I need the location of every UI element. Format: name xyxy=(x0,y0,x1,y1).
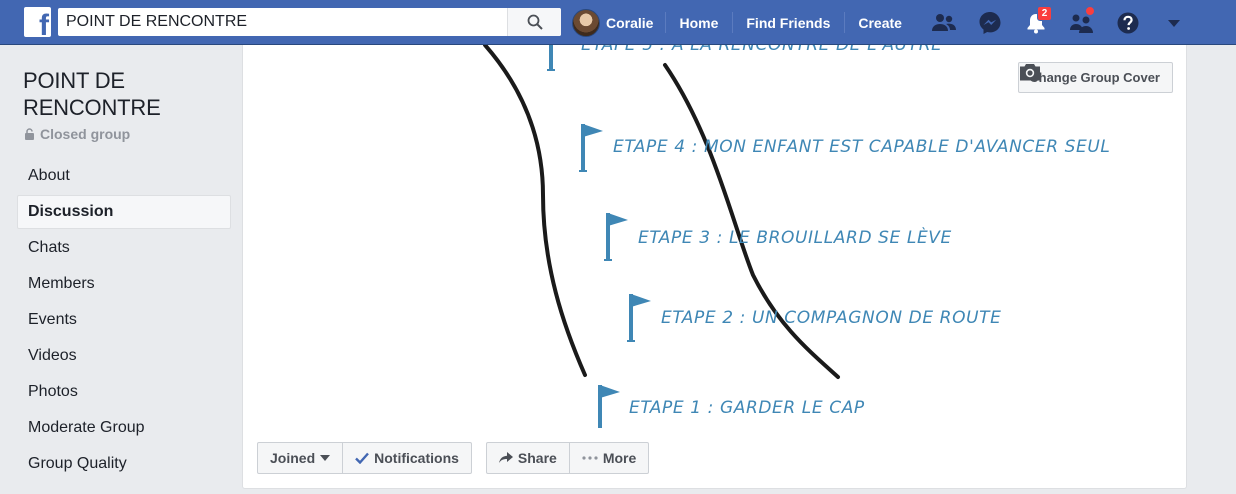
road-illustration xyxy=(483,45,840,428)
search-box xyxy=(58,8,561,36)
group-activity-button[interactable] xyxy=(1064,0,1100,45)
caret-down-icon xyxy=(1168,19,1180,27)
sidebar-item-videos[interactable]: Videos xyxy=(28,347,77,364)
share-button[interactable]: Share xyxy=(487,443,569,473)
group-name[interactable]: POINT DE RENCONTRE xyxy=(23,68,161,120)
notifications-button[interactable]: 2 xyxy=(1018,0,1054,45)
road-left-edge xyxy=(483,45,587,377)
help-button[interactable] xyxy=(1110,0,1146,45)
cover-photo: ETAPE 5 : A LA RENCONTRE DE L'AUTRE ETAP… xyxy=(243,45,1186,428)
step-2-label: ETAPE 2 : UN COMPAGNON DE ROUTE xyxy=(661,308,1002,328)
top-navigation-bar: f Coralie Home Find Friends Create 2 xyxy=(0,0,1236,45)
messenger-icon xyxy=(979,11,1001,34)
group-sidebar: POINT DE RENCONTRE Closed group About Di… xyxy=(17,45,231,483)
sidebar-item-members[interactable]: Members xyxy=(28,275,95,292)
search-button[interactable] xyxy=(507,8,561,36)
step-1-label: ETAPE 1 : GARDER LE CAP xyxy=(629,398,865,418)
lock-icon xyxy=(25,128,34,140)
group-action-bar: Joined Notifications Share More xyxy=(257,442,663,474)
sidebar-item-group-quality[interactable]: Group Quality xyxy=(28,455,127,472)
activity-dot xyxy=(1085,6,1095,16)
camera-icon xyxy=(1020,64,1041,81)
sidebar-item-events[interactable]: Events xyxy=(28,311,77,328)
sidebar-item-photos[interactable]: Photos xyxy=(28,383,78,400)
membership-buttons: Joined Notifications xyxy=(257,442,472,474)
sidebar-item-chats[interactable]: Chats xyxy=(28,239,70,256)
group-menu: About Discussion Chats Members Events Vi… xyxy=(17,159,231,481)
messenger-button[interactable] xyxy=(972,0,1008,45)
friend-requests-button[interactable] xyxy=(926,0,962,45)
search-input[interactable] xyxy=(58,8,507,36)
notifications-settings-button[interactable]: Notifications xyxy=(342,443,471,473)
group-privacy: Closed group xyxy=(24,126,231,142)
flag-step-5 xyxy=(547,45,555,71)
flag-step-1 xyxy=(598,385,620,428)
road-right-edge xyxy=(663,63,840,379)
notifications-badge: 2 xyxy=(1037,6,1052,21)
joined-button[interactable]: Joined xyxy=(258,443,342,473)
more-button[interactable]: More xyxy=(568,443,648,473)
nav-create-link[interactable]: Create xyxy=(844,0,916,45)
avatar xyxy=(572,8,600,37)
sidebar-item-moderate-group[interactable]: Moderate Group xyxy=(28,419,145,436)
nav-links: Coralie Home Find Friends Create xyxy=(566,0,916,45)
share-more-buttons: Share More xyxy=(485,442,650,474)
profile-link[interactable]: Coralie xyxy=(566,0,665,45)
more-label: More xyxy=(602,450,637,466)
step-4-label: ETAPE 4 : MON ENFANT EST CAPABLE D'AVANC… xyxy=(613,137,1111,157)
sidebar-item-discussion[interactable]: Discussion xyxy=(17,195,231,229)
change-cover-label: Change Group Cover xyxy=(1029,70,1160,85)
step-3-label: ETAPE 3 : LE BROUILLARD SE LÈVE xyxy=(638,228,952,248)
ellipsis-icon xyxy=(582,456,598,460)
privacy-label: Closed group xyxy=(40,126,131,142)
checkmark-icon xyxy=(355,452,370,464)
share-label: Share xyxy=(517,450,557,466)
facebook-logo-icon[interactable]: f xyxy=(24,7,51,37)
step-5-label: ETAPE 5 : A LA RENCONTRE DE L'AUTRE xyxy=(581,45,943,55)
flag-step-3 xyxy=(604,213,628,261)
sidebar-item-about[interactable]: About xyxy=(28,167,70,184)
nav-find-friends-link[interactable]: Find Friends xyxy=(732,0,844,45)
profile-name: Coralie xyxy=(606,14,654,31)
flag-step-2 xyxy=(627,294,651,342)
account-menu-button[interactable] xyxy=(1156,0,1192,45)
flag-step-4 xyxy=(579,124,603,172)
share-arrow-icon xyxy=(498,452,513,463)
notifications-label: Notifications xyxy=(374,450,459,466)
friends-icon xyxy=(932,13,956,31)
nav-home-link[interactable]: Home xyxy=(665,0,732,45)
group-cover-card: ETAPE 5 : A LA RENCONTRE DE L'AUTRE ETAP… xyxy=(242,45,1187,489)
change-group-cover-button[interactable]: Change Group Cover xyxy=(1018,62,1173,93)
nav-icons: 2 xyxy=(926,0,1202,45)
help-icon xyxy=(1117,12,1139,33)
joined-label: Joined xyxy=(270,450,316,466)
search-icon xyxy=(527,14,543,30)
community-icon xyxy=(1070,14,1093,33)
caret-down-icon xyxy=(320,455,331,461)
